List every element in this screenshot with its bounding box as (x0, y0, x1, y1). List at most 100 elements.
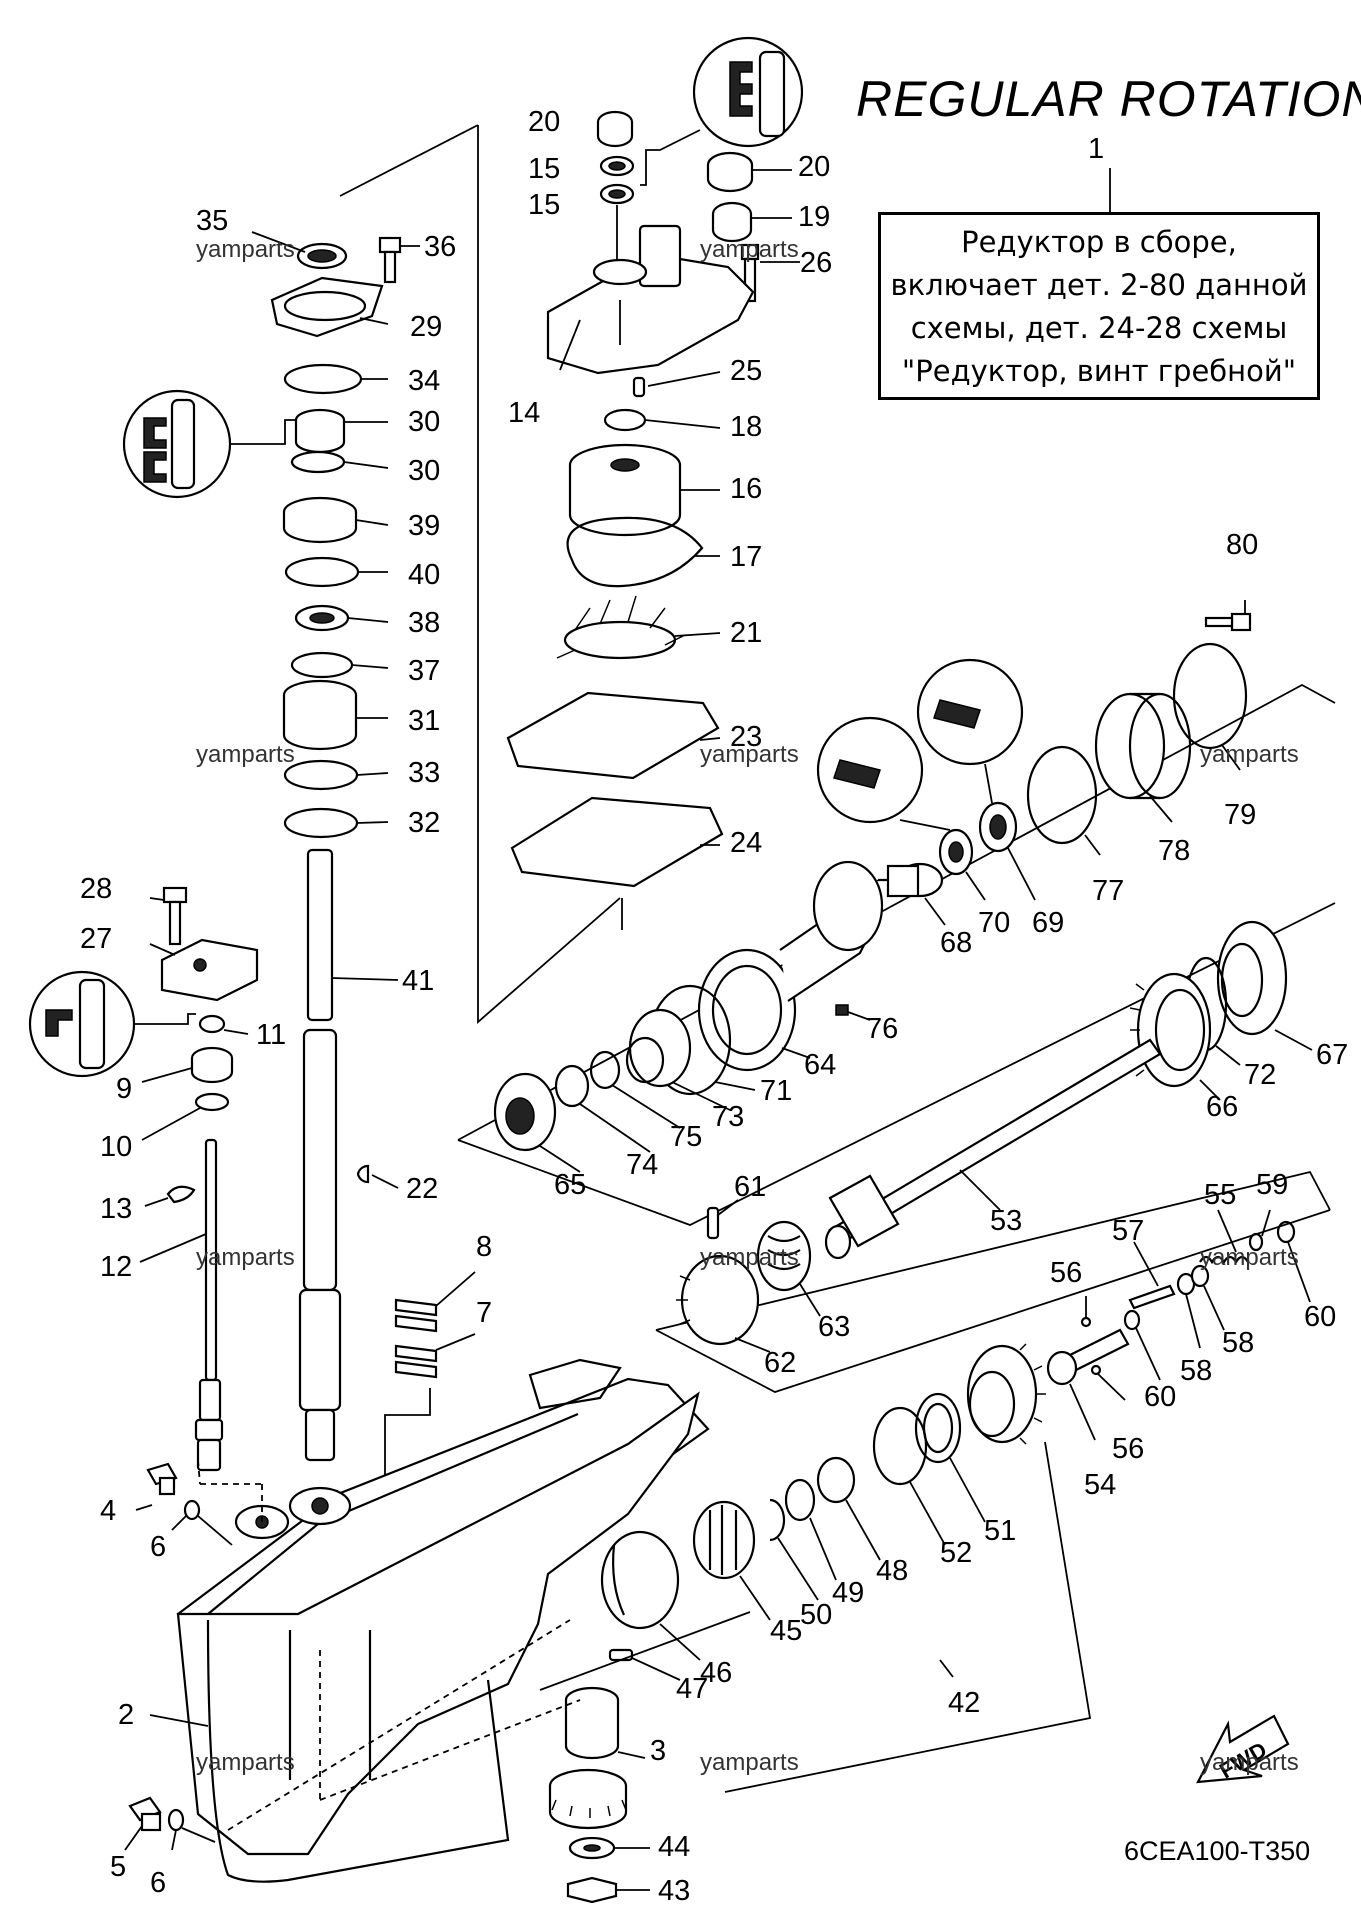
part-callout[interactable]: 34 (408, 365, 440, 397)
part-callout[interactable]: 56 (1050, 1257, 1082, 1289)
part-callout[interactable]: 74 (626, 1149, 658, 1181)
part-callout[interactable]: 27 (80, 923, 112, 955)
part-callout[interactable]: 4 (100, 1495, 116, 1527)
part-callout[interactable]: 70 (978, 907, 1010, 939)
part-callout[interactable]: 57 (1112, 1215, 1144, 1247)
bushing-20-icon (596, 110, 634, 148)
part-callout[interactable]: 72 (1244, 1059, 1276, 1091)
part-callout[interactable]: 7 (476, 1297, 492, 1329)
part-callout[interactable]: 58 (1222, 1327, 1254, 1359)
part-callout[interactable]: 39 (408, 510, 440, 542)
part-callout[interactable]: 6 (150, 1531, 166, 1563)
part-callout[interactable]: 52 (940, 1537, 972, 1569)
part-callout[interactable]: 28 (80, 873, 112, 905)
part-callout[interactable]: 38 (408, 607, 440, 639)
part-callout[interactable]: 64 (804, 1049, 836, 1081)
part-callout[interactable]: 46 (700, 1657, 732, 1689)
part-callout[interactable]: 15 (528, 153, 560, 185)
part-callout[interactable]: 8 (476, 1231, 492, 1263)
part-callout[interactable]: 58 (1180, 1355, 1212, 1387)
part-callout[interactable]: 20 (798, 151, 830, 183)
part-callout[interactable]: 37 (408, 655, 440, 687)
part-callout[interactable]: 53 (990, 1205, 1022, 1237)
part-callout[interactable]: 3 (650, 1735, 666, 1767)
part-callout[interactable]: 54 (1084, 1469, 1116, 1501)
seal-detail-icon (692, 36, 804, 148)
part-callout[interactable]: 42 (948, 1687, 980, 1719)
assembly-info-line: "Редуктор, винт гребной" (901, 354, 1297, 388)
part-callout[interactable]: 26 (800, 247, 832, 279)
part-callout[interactable]: 30 (408, 406, 440, 438)
part-callout[interactable]: 77 (1092, 875, 1124, 907)
part-callout[interactable]: 68 (940, 927, 972, 959)
part-callout[interactable]: 40 (408, 559, 440, 591)
part-callout[interactable]: 11 (256, 1019, 286, 1051)
part-callout[interactable]: 33 (408, 757, 440, 789)
part-callout[interactable]: 17 (730, 541, 762, 573)
part-callout[interactable]: 66 (1206, 1091, 1238, 1123)
part-callout[interactable]: 14 (508, 397, 540, 429)
water-pump-group (339, 36, 804, 1024)
part-callout[interactable]: 47 (676, 1673, 708, 1705)
part-callout[interactable]: 55 (1204, 1179, 1236, 1211)
watermark: yamparts (700, 1749, 799, 1776)
part-callout[interactable]: 50 (800, 1599, 832, 1631)
part-callout[interactable]: 56 (1112, 1433, 1144, 1465)
part-callout[interactable]: 32 (408, 807, 440, 839)
part-callout[interactable]: 62 (764, 1347, 796, 1379)
assembly-info-box: Редуктор в сборе, включает дет. 2-80 дан… (878, 212, 1320, 400)
part-callout[interactable]: 43 (658, 1875, 690, 1907)
part-callout[interactable]: 18 (730, 411, 762, 443)
part-callout[interactable]: 51 (984, 1515, 1016, 1547)
part-callout[interactable]: 73 (712, 1101, 744, 1133)
part-callout[interactable]: 75 (670, 1121, 702, 1153)
part-callout[interactable]: 80 (1226, 529, 1258, 561)
part-callout[interactable]: 9 (116, 1073, 132, 1105)
part-callout[interactable]: 20 (528, 106, 560, 138)
part-callout[interactable]: 19 (798, 201, 830, 233)
part-callout[interactable]: 59 (1256, 1169, 1288, 1201)
part-callout[interactable]: 78 (1158, 835, 1190, 867)
part-callout[interactable]: 6 (150, 1867, 166, 1899)
part-callout[interactable]: 41 (402, 965, 434, 997)
part-callout[interactable]: 60 (1144, 1381, 1176, 1413)
part-callout[interactable]: 61 (734, 1171, 766, 1203)
part-callout[interactable]: 21 (730, 617, 762, 649)
impeller-21-icon (556, 595, 686, 660)
part-callout[interactable]: 29 (410, 311, 442, 343)
part-callout[interactable]: 5 (110, 1851, 126, 1883)
part-callout[interactable]: 16 (730, 473, 762, 505)
part-callout[interactable]: 63 (818, 1311, 850, 1343)
assembly-info-line: схемы, дет. 24-28 схемы (910, 311, 1288, 345)
part-callout[interactable]: 48 (876, 1555, 908, 1587)
part-callout[interactable]: 2 (118, 1699, 134, 1731)
part-callout[interactable]: 44 (658, 1831, 690, 1863)
part-callout[interactable]: 76 (866, 1013, 898, 1045)
part-callout[interactable]: 69 (1032, 907, 1064, 939)
part-callout[interactable]: 25 (730, 355, 762, 387)
part-callout[interactable]: 45 (770, 1615, 802, 1647)
part-callout[interactable]: 12 (100, 1251, 132, 1283)
part-callout[interactable]: 13 (100, 1193, 132, 1225)
part-callout[interactable]: 15 (528, 189, 560, 221)
part-callout[interactable]: 71 (760, 1075, 792, 1107)
part-callout[interactable]: 31 (408, 705, 440, 737)
assembly-info-line: Редуктор в сборе, (961, 225, 1237, 259)
part-callout[interactable]: 49 (832, 1577, 864, 1609)
part-callout[interactable]: 10 (100, 1131, 132, 1163)
part-callout[interactable]: 23 (730, 721, 762, 753)
part-callout[interactable]: 67 (1316, 1039, 1348, 1071)
diagram-title: REGULAR ROTATION (856, 71, 1361, 127)
part-callout[interactable]: 30 (408, 455, 440, 487)
part-callout[interactable]: 60 (1304, 1301, 1336, 1333)
propeller-shaft-housing-group (457, 600, 1336, 1226)
assembly-callout-1[interactable]: 1 (1088, 133, 1111, 212)
part-callout[interactable]: 79 (1224, 799, 1256, 831)
part-callout[interactable]: 22 (406, 1173, 438, 1205)
part-callout[interactable]: 36 (424, 231, 456, 263)
gasket-17-icon (566, 516, 704, 588)
fwd-arrow-icon: FWD (1196, 1714, 1290, 1784)
part-callout[interactable]: 35 (196, 205, 228, 237)
part-callout[interactable]: 65 (554, 1169, 586, 1201)
part-callout[interactable]: 24 (730, 827, 762, 859)
